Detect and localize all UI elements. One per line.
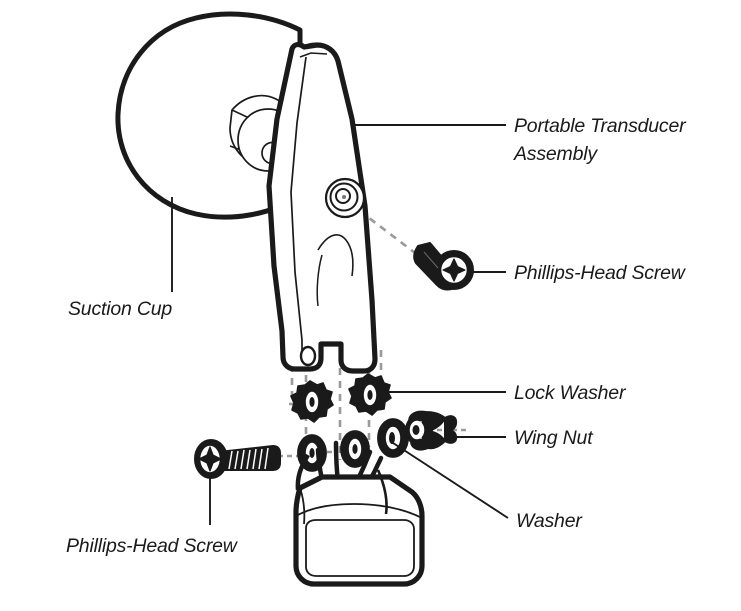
lock-washer-right-bore-shadow [367, 390, 373, 400]
screw-upper-highlight [423, 251, 439, 269]
label-suction-cup: Suction Cup [68, 298, 172, 320]
lock-washer-left-part [290, 380, 334, 423]
label-washer: Washer [516, 510, 583, 532]
phillips-head-screw-upper-part [413, 242, 474, 291]
washer-callout-part [377, 418, 409, 458]
transducer-front-panel [305, 519, 415, 577]
callout-labels: Portable Transducer Assembly Phillips-He… [66, 115, 687, 557]
transducer-shoulder-crease [299, 487, 306, 525]
label-phillips-head-screw-lower: Phillips-Head Screw [66, 535, 239, 557]
label-lock-washer: Lock Washer [514, 382, 627, 404]
bracket-face-contour-2 [316, 254, 323, 307]
wing-nut-tip-upper [444, 415, 458, 433]
screw-lower-shaft [218, 445, 281, 471]
transducer-right-tab [376, 469, 388, 515]
screw-upper-phillips-recess [442, 258, 466, 282]
phillips-head-screw-lower-part [194, 439, 281, 479]
screw-lower-phillips-recess [198, 446, 222, 472]
leader-washer [389, 440, 509, 519]
transducer-left-ear [295, 453, 310, 491]
transducer-housing-bevel [295, 503, 423, 519]
lock-washer-right-part [348, 373, 392, 416]
bracket-edge-ridge [290, 56, 307, 362]
bracket-pivot-center [342, 195, 346, 199]
portable-transducer-assembly-part [266, 41, 378, 374]
transducer-body-part [293, 440, 425, 587]
transducer-housing [293, 474, 425, 587]
washer-middle-part [340, 430, 370, 468]
transducer-bracket-outline [266, 41, 378, 374]
bracket-top-edge [299, 52, 328, 58]
lock-washer-left-bore-shadow [309, 397, 315, 407]
wing-nut-bore [412, 425, 420, 435]
label-portable-transducer-assembly-line2: Assembly [513, 143, 598, 165]
washer-middle-bore-shadow [352, 444, 358, 454]
label-phillips-head-screw-upper: Phillips-Head Screw [514, 262, 687, 284]
leader-lines [171, 124, 509, 525]
washer-left-bore-shadow [309, 448, 315, 458]
bracket-face-contour [317, 234, 354, 277]
label-wing-nut: Wing Nut [514, 427, 594, 449]
wing-nut-part [405, 410, 458, 451]
bracket-top-bevel [303, 42, 335, 54]
label-portable-transducer-assembly-line1: Portable Transducer [514, 115, 687, 137]
bracket-mount-hole-left [299, 345, 317, 367]
